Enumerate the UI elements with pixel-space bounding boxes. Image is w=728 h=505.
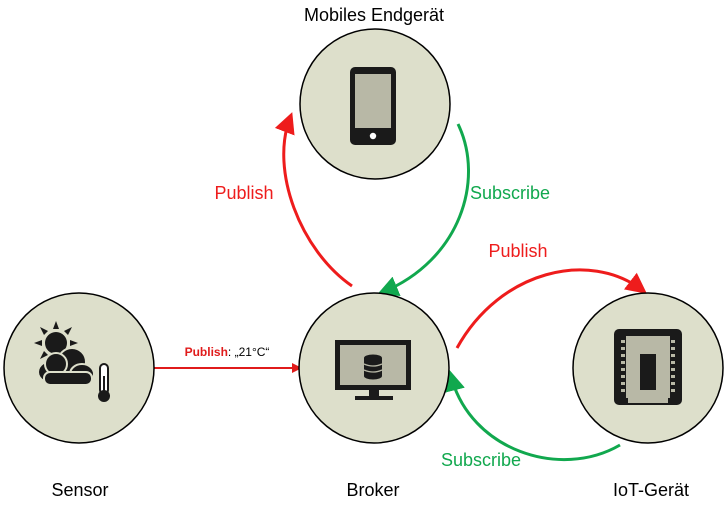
edge-mobile-to-broker <box>377 123 470 297</box>
subscribe-label-mobile: Subscribe <box>469 183 551 203</box>
subscribe-label-iot: Subscribe <box>440 450 522 470</box>
edge-broker-to-mobile <box>274 112 353 288</box>
iot-node-label: IoT-Gerät <box>612 480 690 500</box>
iot-board-icon <box>614 329 682 405</box>
mobile-node-label: Mobiles Endgerät <box>303 5 445 25</box>
smartphone-icon <box>350 67 396 145</box>
edge-broker-to-iot <box>455 268 647 349</box>
sensor-publish-keyword: Publish <box>184 345 228 359</box>
edge-iot-to-broker <box>444 369 621 461</box>
server-monitor-icon <box>335 340 411 400</box>
broker-node-label: Broker <box>346 480 400 500</box>
publish-label-iot: Publish <box>488 241 548 261</box>
sensor-publish-label: Publish: „21°C“ <box>185 345 270 359</box>
weather-sensor-icon <box>34 321 110 402</box>
sensor-node-label: Sensor <box>51 480 109 500</box>
publish-label-mobile: Publish <box>214 183 274 203</box>
sensor-publish-value: : „21°C“ <box>227 345 270 359</box>
